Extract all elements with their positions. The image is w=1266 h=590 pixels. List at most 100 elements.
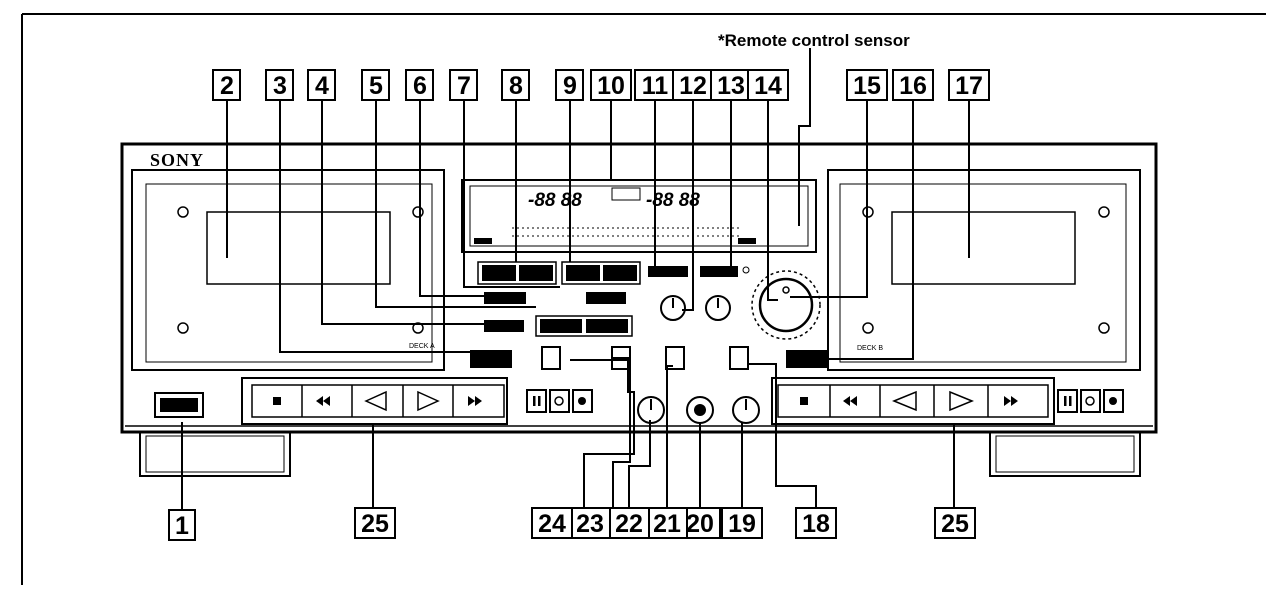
callout-box-2 <box>212 69 241 101</box>
pause-icon <box>1069 396 1072 406</box>
play-reverse-icon[interactable] <box>892 390 917 412</box>
leader-24 <box>612 357 631 510</box>
callout-box-22 <box>608 507 650 539</box>
deck-b-label: DECK B <box>857 345 883 352</box>
callout-1: 1 <box>175 512 189 540</box>
right-foot-inner <box>995 435 1135 473</box>
callout-box-13 <box>710 69 752 101</box>
callout-25-left: 25 <box>361 510 389 538</box>
indicator-led <box>742 266 750 274</box>
record-muting-icon <box>1085 396 1095 406</box>
deck-a-label: DECK A <box>409 343 435 350</box>
display-segment <box>738 238 756 244</box>
pause-icon <box>538 396 541 406</box>
leader-23 <box>570 359 635 510</box>
deck-a-screw <box>177 206 189 218</box>
slide-switch[interactable] <box>541 346 561 370</box>
left-foot-inner <box>145 435 285 473</box>
callout-box-8 <box>501 69 530 101</box>
slide-switch[interactable] <box>665 346 685 370</box>
deck-b-door-inner <box>839 183 1127 363</box>
control-button[interactable] <box>586 319 628 333</box>
callout-10: 10 <box>597 72 625 100</box>
callout-box-15 <box>846 69 888 101</box>
callout-box-19 <box>721 507 763 539</box>
callout-25-right: 25 <box>941 510 969 538</box>
deck-b-screw <box>1098 322 1110 334</box>
deck-b-window <box>891 211 1076 285</box>
control-button[interactable] <box>519 265 553 281</box>
leader-22 <box>628 420 651 510</box>
record-muting-icon <box>554 396 564 406</box>
callout-box-14 <box>747 69 789 101</box>
display-window <box>461 179 817 253</box>
callout-20: 20 <box>686 510 714 538</box>
play-reverse-icon[interactable] <box>364 390 387 412</box>
leader-18 <box>748 363 817 510</box>
control-button[interactable] <box>603 265 637 281</box>
callout-9: 9 <box>563 72 577 100</box>
display-segment <box>474 238 492 244</box>
control-button[interactable] <box>586 292 626 304</box>
display-inner <box>469 185 809 247</box>
transport-buttons-b <box>777 384 1049 418</box>
deck-a-door-inner <box>145 183 433 363</box>
control-button[interactable] <box>648 266 688 277</box>
big-dial[interactable] <box>758 277 814 333</box>
callout-box-25-left <box>354 507 396 539</box>
callout-18: 18 <box>802 510 830 538</box>
left-foot <box>139 427 291 477</box>
callout-11: 11 <box>642 72 669 100</box>
rewind-icon[interactable] <box>316 396 330 406</box>
phones-jack-hole <box>694 404 706 416</box>
pause-icon <box>1064 396 1067 406</box>
leader-5 <box>375 97 536 308</box>
callout-box-5 <box>361 69 390 101</box>
control-button[interactable] <box>700 266 738 277</box>
control-button[interactable] <box>482 265 516 281</box>
control-button[interactable] <box>540 319 582 333</box>
counter-deck-a: -88 88 <box>528 190 582 211</box>
callout-21: 21 <box>653 510 681 538</box>
play-forward-icon[interactable] <box>417 390 440 412</box>
open-close-button-b[interactable] <box>786 350 828 368</box>
play-forward-icon[interactable] <box>949 390 974 412</box>
pause-button-a[interactable] <box>526 389 547 413</box>
dial-marker <box>782 286 790 294</box>
callout-boxes <box>168 69 990 541</box>
callout-box-24 <box>531 507 573 539</box>
callout-leaders <box>181 48 970 514</box>
stop-icon[interactable] <box>800 397 808 405</box>
callout-3: 3 <box>273 72 287 100</box>
record-muting-button-a[interactable] <box>549 389 570 413</box>
record-muting-button-b[interactable] <box>1080 389 1101 413</box>
leader-4 <box>321 97 484 325</box>
callout-24: 24 <box>538 510 566 538</box>
callout-22: 22 <box>615 510 643 538</box>
pause-button-b[interactable] <box>1057 389 1078 413</box>
right-foot <box>989 427 1141 477</box>
callout-8: 8 <box>509 72 523 100</box>
open-close-button-a[interactable] <box>470 350 512 368</box>
callout-15: 15 <box>853 72 881 100</box>
callout-box-18 <box>795 507 837 539</box>
fast-forward-icon[interactable] <box>1004 396 1018 406</box>
stop-icon[interactable] <box>273 397 281 405</box>
callout-box-10 <box>590 69 632 101</box>
callout-5: 5 <box>369 72 383 100</box>
callout-box-6 <box>405 69 434 101</box>
callout-23: 23 <box>576 510 604 538</box>
deck-a-screw <box>412 206 424 218</box>
control-button[interactable] <box>484 292 526 304</box>
control-button[interactable] <box>484 320 524 332</box>
rewind-icon[interactable] <box>843 396 857 406</box>
callout-6: 6 <box>413 72 427 100</box>
slide-switch[interactable] <box>729 346 749 370</box>
counter-deck-b: -88 88 <box>646 190 700 211</box>
callout-box-16 <box>892 69 934 101</box>
fast-forward-icon[interactable] <box>468 396 482 406</box>
power-button-face <box>160 398 198 412</box>
pause-icon <box>533 396 536 406</box>
control-button[interactable] <box>566 265 600 281</box>
